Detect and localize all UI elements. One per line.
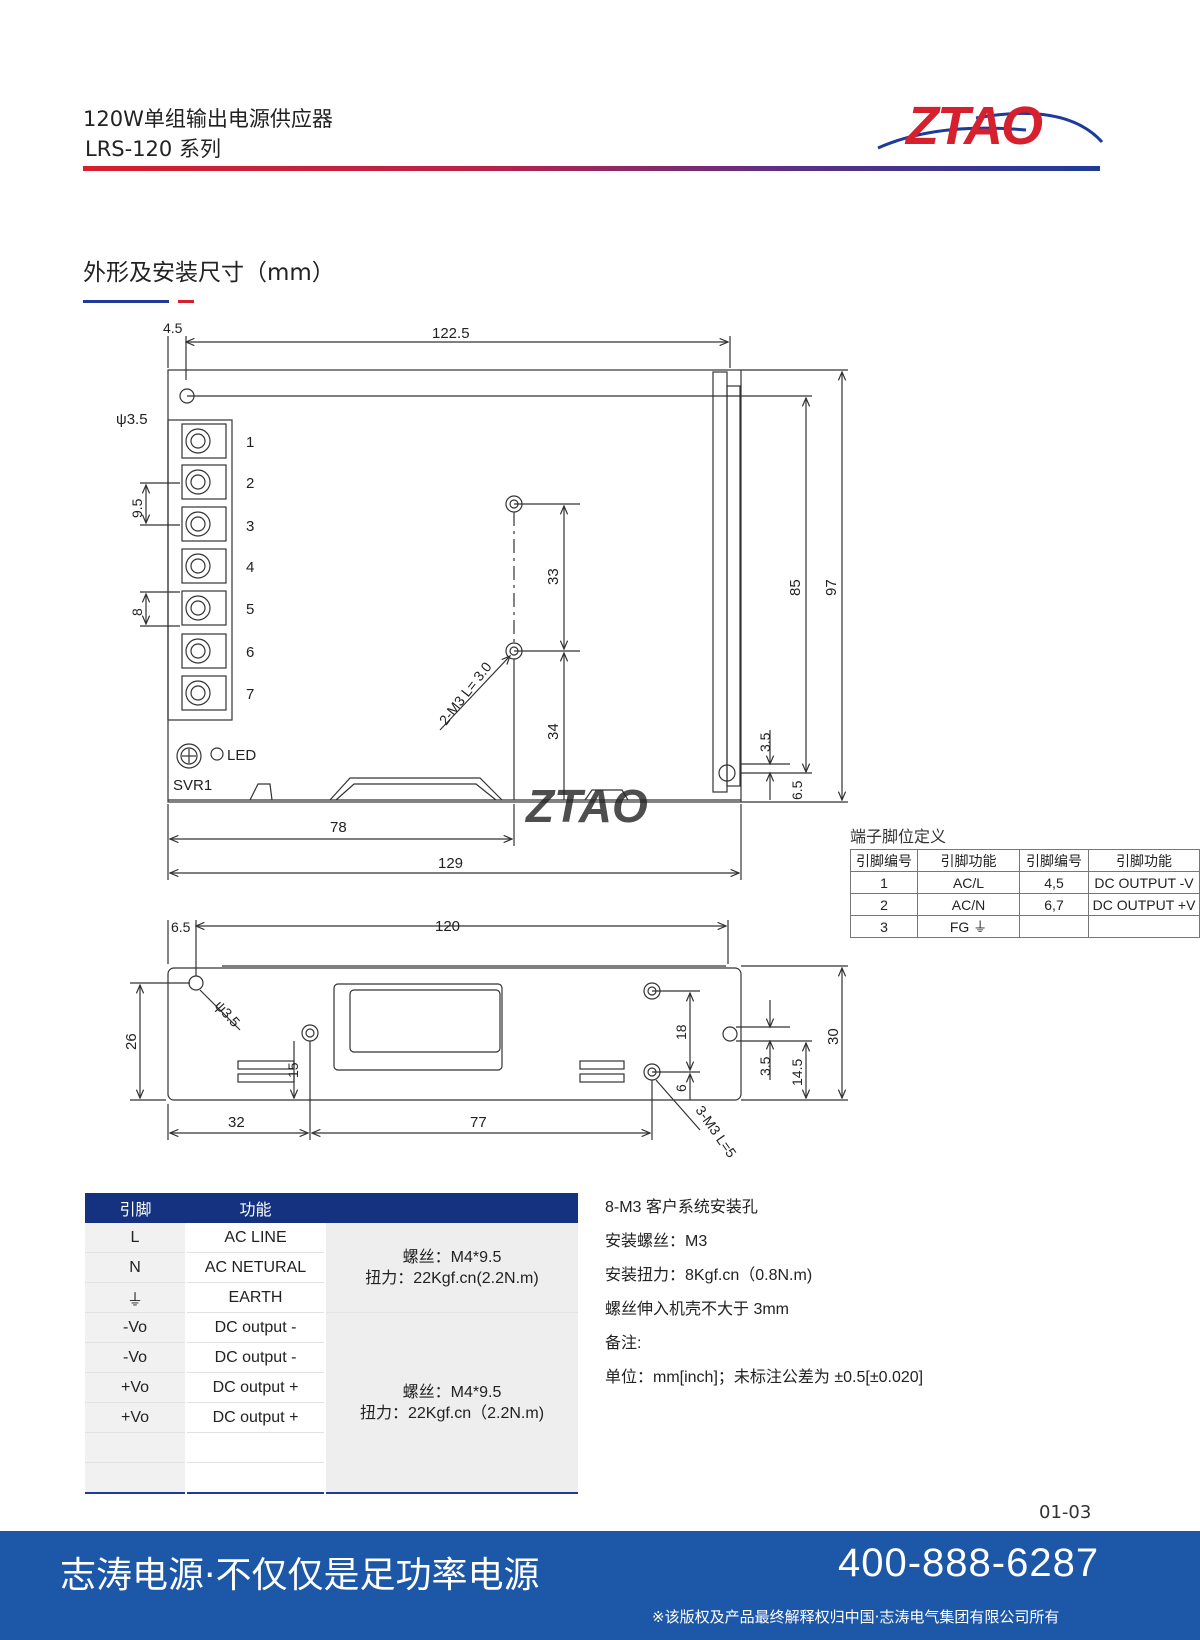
table-row: +Vo DC output + <box>85 1402 578 1433</box>
terminal-label-6: 6 <box>246 644 254 661</box>
dim-78: 78 <box>330 819 347 836</box>
pin-definition-table: 引脚编号 引脚功能 引脚编号 引脚功能 1 AC/L 4,5 DC OUTPUT… <box>850 849 1200 938</box>
section-underline-red <box>178 300 194 303</box>
dim-15: 15 <box>285 1062 301 1078</box>
earth-icon: ⏚ <box>85 1282 187 1313</box>
dim-14-5: 14.5 <box>789 1059 805 1086</box>
dim-26: 26 <box>123 1033 140 1050</box>
pin-table-header: 引脚编号 引脚功能 引脚编号 引脚功能 <box>850 849 1200 872</box>
led-indicator <box>210 747 224 761</box>
note-line: 安装扭力：8Kgf.cn（0.8N.m) <box>605 1267 813 1284</box>
table-row: 2 AC/N 6,7 DC OUTPUT +V <box>850 893 1200 916</box>
installation-notes: 8-M3 客户系统安装孔 安装螺丝：M3 安装扭力：8Kgf.cn（0.8N.m… <box>605 1193 923 1397</box>
document-subtitle: LRS-120 系列 <box>85 137 221 161</box>
dim-77: 77 <box>470 1114 487 1131</box>
header-divider <box>83 166 1100 171</box>
section-title: 外形及安装尺寸（mm） <box>83 260 335 286</box>
spec-header-function: 功能 <box>186 1193 325 1223</box>
table-row: N AC NETURAL <box>85 1252 578 1283</box>
table-row <box>85 1432 578 1463</box>
ac-terminal-note: 螺丝：M4*9.5 扭力：22Kgf.cn(2.2N.m) <box>324 1223 578 1313</box>
terminal-label-3: 3 <box>246 518 254 535</box>
dim-18: 18 <box>673 1024 689 1040</box>
dimension-drawing: ZTAO 1 2 3 4 5 6 7 LED SVR1 4.5 122.5 ψ3… <box>116 320 848 1161</box>
side-view-case <box>167 967 742 1101</box>
dim-30: 30 <box>825 1028 842 1045</box>
dim-34: 34 <box>545 723 562 740</box>
dim-120: 120 <box>435 918 460 935</box>
dim-129: 129 <box>438 855 463 872</box>
svr-potentiometer <box>176 743 202 769</box>
dim-6-bottom: 6 <box>673 1084 689 1092</box>
table-row: -Vo DC output - <box>85 1342 578 1373</box>
screw-label-bottom: 3-M3 L=5 <box>693 1103 740 1161</box>
footer-band <box>0 1531 1200 1640</box>
terminal-block <box>167 419 233 721</box>
terminal-label-1: 1 <box>246 434 254 451</box>
section-underline-blue <box>83 300 169 303</box>
footer-slogan: 志涛电源·不仅仅是足功率电源 <box>60 1555 540 1596</box>
note-line: 单位：mm[inch]；未标注公差为 ±0.5[±0.020] <box>605 1369 924 1386</box>
dim-8: 8 <box>129 608 145 616</box>
table-row: -Vo DC output - 螺丝：M4*9.5 扭力：22Kgf.cn（2.… <box>85 1312 578 1494</box>
footer-phone: 400-888-6287 <box>838 1541 1100 1585</box>
dim-9-5: 9.5 <box>129 498 145 518</box>
table-row: L AC LINE 螺丝：M4*9.5 扭力：22Kgf.cn(2.2N.m) <box>85 1223 578 1313</box>
dim-3-5-bottom: 3.5 <box>757 1056 773 1076</box>
dim-6-5: 6.5 <box>789 780 805 800</box>
dim-6-5-bottom: 6.5 <box>171 919 191 935</box>
dim-122-5: 122.5 <box>432 325 470 342</box>
note-line: 备注: <box>605 1335 642 1352</box>
terminal-label-2: 2 <box>246 475 254 492</box>
terminal-label-7: 7 <box>246 686 254 703</box>
page-number: 01-03 <box>1039 1502 1092 1523</box>
dim-33: 33 <box>545 568 562 585</box>
dim-4-5: 4.5 <box>163 320 183 336</box>
table-row <box>85 1462 578 1494</box>
table-row: ⏚ EARTH <box>85 1282 578 1313</box>
dc-terminal-note: 螺丝：M4*9.5 扭力：22Kgf.cn（2.2N.m) <box>324 1312 578 1494</box>
terminal-screws <box>181 423 227 711</box>
logo-text: ZTAO <box>904 96 1043 156</box>
footer-copyright: ※该版权及产品最终解释权归中国·志涛电气集团有限公司所有 <box>652 1608 1060 1626</box>
dim-hole-3-5: ψ3.5 <box>116 411 148 428</box>
note-line: 螺丝伸入机壳不大于 3mm <box>605 1301 790 1318</box>
top-view-case <box>167 369 742 803</box>
table-row: 3 FG ⏚ <box>850 915 1200 938</box>
dim-3-5: 3.5 <box>757 732 773 752</box>
table-row: +Vo DC output + <box>85 1372 578 1403</box>
note-line: 安装螺丝：M3 <box>605 1233 708 1250</box>
spec-header-pin: 引脚 <box>85 1193 186 1223</box>
dim-32: 32 <box>228 1114 245 1131</box>
note-line: 8-M3 客户系统安装孔 <box>605 1199 758 1216</box>
svr-label: SVR1 <box>173 777 212 794</box>
terminal-label-5: 5 <box>246 601 254 618</box>
pin-spec-table: 引脚 功能 L AC LINE 螺丝：M4*9.5 扭力：22Kgf.cn(2.… <box>85 1193 578 1494</box>
dim-85: 85 <box>787 579 804 596</box>
pin-table-caption: 端子脚位定义 <box>850 827 947 846</box>
ztao-logo: ZTAO <box>877 96 1104 156</box>
document-title: 120W单组输出电源供应器 <box>83 107 333 131</box>
terminal-label-4: 4 <box>246 559 254 576</box>
table-row: 1 AC/L 4,5 DC OUTPUT -V <box>850 871 1200 894</box>
led-label: LED <box>227 747 256 764</box>
watermark-logo: ZTAO <box>524 780 648 832</box>
dim-97: 97 <box>823 579 840 596</box>
